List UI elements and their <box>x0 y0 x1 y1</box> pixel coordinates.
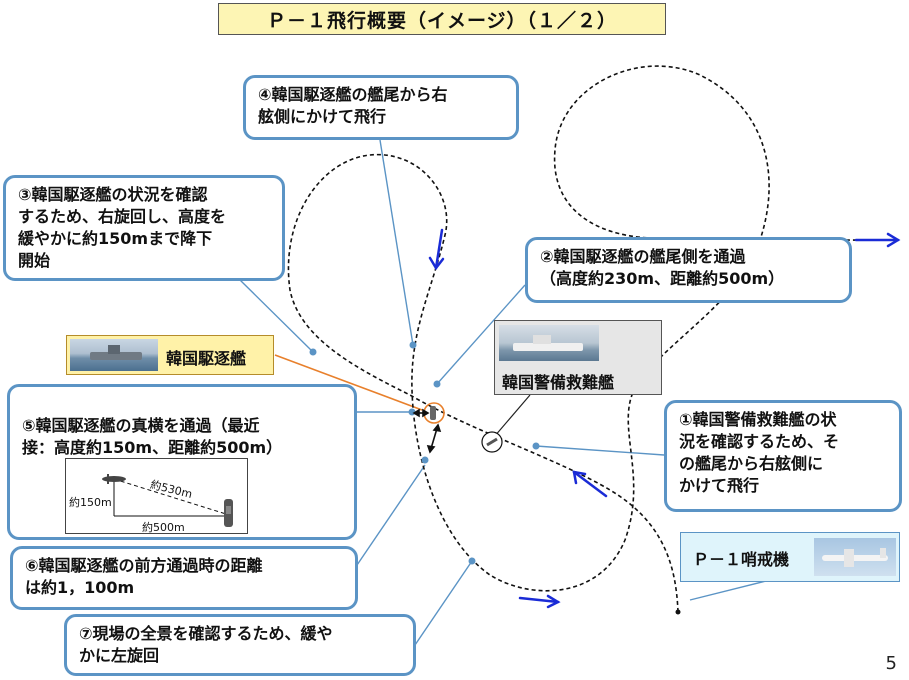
rescue-ship-label-box: 韓国警備救難艦 <box>494 320 662 395</box>
leader-c6 <box>354 464 426 569</box>
inset-drawing <box>102 474 233 527</box>
callout-1: ①韓国警備救難艦の状 況を確認するため、そ の艦尾から右舷側に かけて飛行 <box>664 400 902 512</box>
callout-4: ④韓国駆逐艦の艦尾から右 舷側にかけて飛行 <box>243 75 519 140</box>
rescue-ship-label: 韓国警備救難艦 <box>502 373 615 392</box>
rescue-ship-photo <box>499 325 599 361</box>
arrow-upper-down <box>428 228 445 271</box>
callout-3: ③韓国駆逐艦の状況を確認 するため、右旋回し、高度を 緩やかに約150mまで降下… <box>3 175 285 281</box>
callout-2: ②韓国駆逐艦の艦尾側を通過 （高度約230m、距離約500m） <box>525 237 852 303</box>
rescue-ship-icon <box>486 437 498 447</box>
inset-aircraft-icon <box>102 474 126 484</box>
leader-destroyer <box>274 354 423 411</box>
flight-path <box>287 65 871 613</box>
anchor-dots <box>309 341 540 565</box>
direction-arrows <box>428 228 901 609</box>
arrow-bottom-right <box>518 594 561 609</box>
leader-c7 <box>414 560 473 646</box>
leader-lines <box>239 139 779 646</box>
approach-inset: 約150m 約530m 約500m <box>65 458 248 534</box>
page-number: 5 <box>885 653 897 674</box>
arrow-middle-up <box>572 470 608 498</box>
callout-7: ⑦現場の全景を確認するため、緩や かに左旋回 <box>64 614 416 676</box>
callout-6: ⑥韓国駆逐艦の前方通過時の距離 は約1，100m <box>10 546 358 610</box>
destroyer-label-box: 韓国駆逐艦 <box>66 335 274 375</box>
destroyer-icon <box>430 406 436 420</box>
distance-markers <box>412 408 442 454</box>
inset-ship-icon <box>224 499 233 527</box>
callout-5-text: ⑤韓国駆逐艦の真横を通過（最近 接：高度約150m、距離約500m） <box>22 416 283 457</box>
p1-label: Ｐ－１哨戒機 <box>693 550 790 569</box>
inset-altitude-label: 約150m <box>69 496 112 509</box>
destroyer-label: 韓国駆逐艦 <box>166 349 247 368</box>
p1-label-box: Ｐ－１哨戒機 <box>680 532 900 582</box>
arrow-right-top <box>854 232 901 248</box>
inset-distance-label: 約500m <box>142 521 185 534</box>
start-point <box>675 609 681 615</box>
leader-c3 <box>239 279 314 353</box>
leader-c2 <box>436 284 526 385</box>
page-title: Ｐ－１飛行概要（イメージ）（１／２） <box>218 3 666 35</box>
leader-rescue-ship <box>493 394 531 438</box>
destroyer-photo <box>70 339 158 371</box>
leader-c1 <box>535 445 665 456</box>
leader-c4 <box>379 139 414 346</box>
p1-photo <box>814 538 896 576</box>
